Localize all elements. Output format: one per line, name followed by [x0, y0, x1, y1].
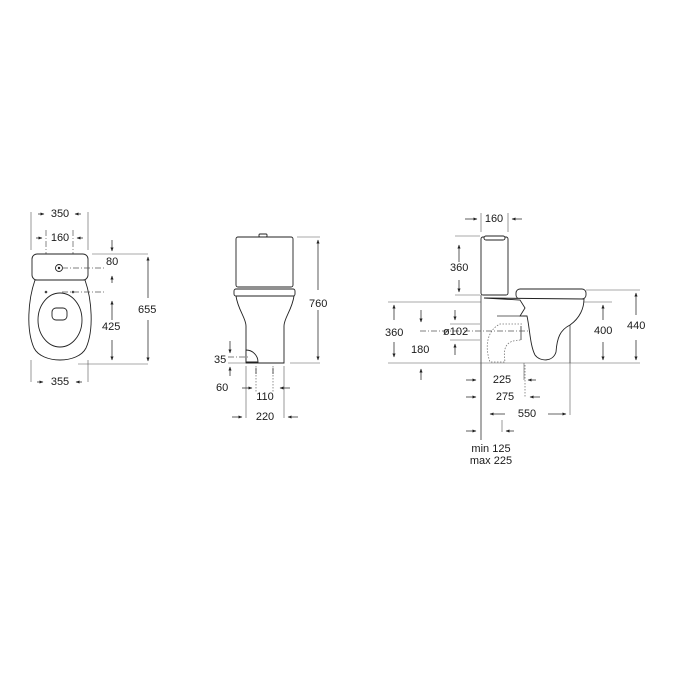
dim-top-tank-depth: 80: [106, 256, 119, 268]
top-view: [28, 212, 150, 384]
dim-top-total-depth: 655: [138, 304, 157, 316]
dim-side-total-length: 550: [517, 408, 537, 420]
dim-front-base-width: 220: [255, 411, 275, 423]
side-view: [388, 213, 640, 440]
dim-side-225: 225: [492, 374, 512, 386]
dim-side-tank-width: 160: [484, 213, 504, 225]
dim-side-wall-max: max 225: [469, 455, 513, 467]
dim-front-fixing-spacing: 110: [256, 391, 274, 403]
dim-front-inlet-height: 35: [214, 354, 227, 366]
dim-top-bowl-depth: 425: [102, 321, 121, 333]
dim-side-wall-min: min 125: [471, 443, 511, 455]
dim-side-outlet-center: 180: [411, 344, 430, 356]
dim-front-fixing-offset: 60: [216, 382, 229, 394]
dim-side-tank-height: 360: [450, 262, 469, 274]
dim-top-bowl-width: 355: [50, 376, 70, 388]
dim-side-outlet-height: 360: [385, 327, 404, 339]
dim-side-outlet-diameter: ø102: [443, 326, 469, 338]
dim-front-total-height: 760: [309, 298, 328, 310]
dim-side-rim-height: 400: [594, 325, 613, 337]
front-view: [228, 233, 320, 419]
dim-top-hole-spacing: 160: [50, 232, 70, 244]
dim-side-seat-height: 440: [627, 320, 646, 332]
dim-side-275: 275: [495, 391, 515, 403]
dim-top-tank-width: 350: [50, 208, 70, 220]
